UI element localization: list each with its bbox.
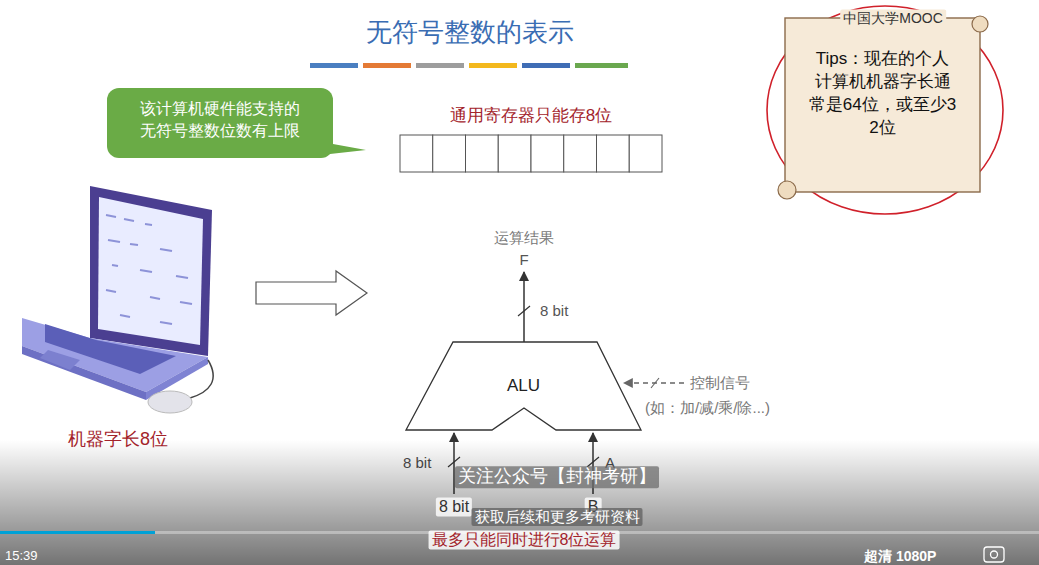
- control-note: (如：加/减/乘/除...): [645, 399, 770, 417]
- bus-slash: [651, 378, 659, 388]
- register-label: 通用寄存器只能存8位: [450, 106, 612, 126]
- annotation-ellipse: [767, 6, 1003, 214]
- node-text: 该计算机硬件能支持的 无符号整数位数有上限: [137, 98, 303, 141]
- hollow-arrow: [256, 271, 367, 315]
- slide-title: 无符号整数的表示: [366, 17, 574, 48]
- node-text: Tips：现在的个人计算机机器字长通常是64位，或至少32位: [809, 48, 957, 140]
- word-length-label: 机器字长8位: [68, 429, 168, 451]
- node-text: ALU: [406, 375, 641, 398]
- camera-icon: [991, 551, 998, 558]
- register-cells: [400, 135, 662, 172]
- output-arrow: [523, 272, 525, 342]
- bus-width: 8 bit: [403, 454, 431, 472]
- title-bars: [310, 63, 628, 68]
- speech-bubble: 该计算机硬件能支持的 无符号整数位数有上限: [107, 88, 333, 158]
- conclusion-note: 最多只能同时进行8位运算: [429, 530, 620, 549]
- watermark: 关注公众号【封神考研】: [455, 466, 659, 488]
- logo-text: 中国大学MOOC: [840, 10, 946, 27]
- control-label: 控制信号: [690, 374, 750, 392]
- signal-name: 8 bit: [436, 497, 472, 516]
- output-label: 运算结果: [494, 229, 554, 247]
- laptop-icon: [22, 186, 213, 413]
- tips-scroll: Tips：现在的个人计算机机器字长通常是64位，或至少32位: [775, 12, 990, 204]
- video-time: 15:39: [5, 548, 38, 564]
- progress-bar: [0, 531, 155, 534]
- signal-name: F: [519, 251, 528, 269]
- bus-width: 8 bit: [540, 302, 568, 320]
- video-shade: [0, 440, 1039, 565]
- bus-slash: [518, 306, 530, 316]
- quality-label: 超清 1080P: [864, 548, 936, 565]
- watermark: 获取后续和更多考研资料: [472, 508, 643, 526]
- camera-icon: [984, 547, 1004, 562]
- alu-block: ALU: [406, 342, 641, 430]
